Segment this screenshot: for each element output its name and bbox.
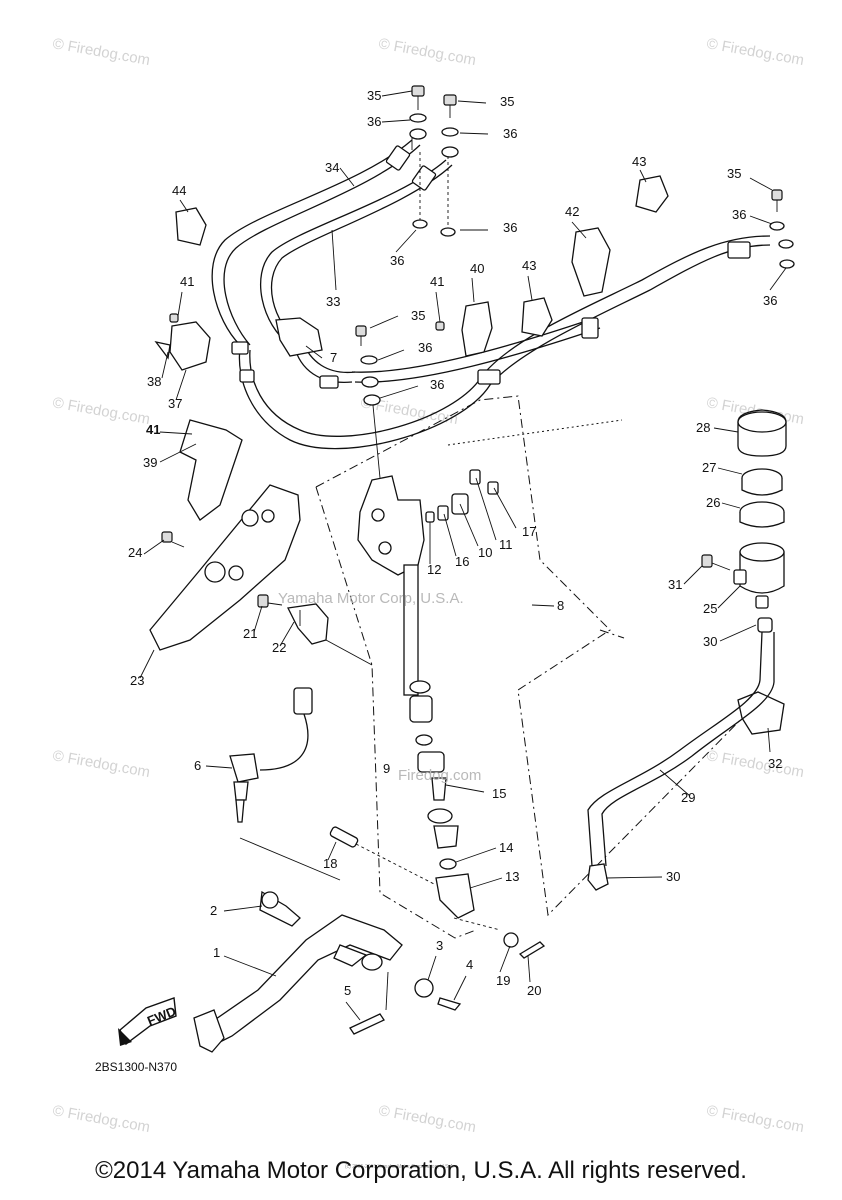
bracket-22 [287,603,373,666]
reservoir [733,409,787,609]
callout-43: 43 [522,258,536,273]
callout-39: 39 [143,455,157,470]
center-watermark: Yamaha Motor Corp, U.S.A. [278,590,464,607]
brake-pedal-1 [193,890,546,1053]
callout-13: 13 [505,869,519,884]
callout-18: 18 [323,856,337,871]
callout-32: 32 [768,756,782,771]
callout-3: 3 [436,938,443,953]
callout-42: 42 [565,204,579,219]
callout-21: 21 [243,626,257,641]
callout-4: 4 [466,957,473,972]
callout-35: 35 [500,94,514,109]
callout-16: 16 [455,554,469,569]
fine-print: (c) 2005-2016 Yamaha Motor Corporation, … [345,1164,455,1170]
assembly-outline [315,395,761,939]
callout-6: 6 [194,758,201,773]
callout-40: 40 [470,261,484,276]
callout-36: 36 [503,126,517,141]
heel-guard-23 [149,484,301,651]
callout-20: 20 [527,983,541,998]
copyright-notice: ©2014 Yamaha Motor Corporation, U.S.A. A… [95,1157,747,1184]
callout-35: 35 [727,166,741,181]
callout-14: 14 [499,840,513,855]
callout-30: 30 [666,869,680,884]
callout-5: 5 [344,983,351,998]
callout-8: 8 [557,598,564,613]
brake-switch-6 [229,687,341,881]
callout-12: 12 [427,562,441,577]
callout-36: 36 [732,207,746,222]
brake-hoses [211,130,771,479]
reservoir-hose-29 [587,617,775,867]
callout-28: 28 [696,420,710,435]
callout-35: 35 [411,308,425,323]
callout-1: 1 [213,945,220,960]
firedog-watermark: © Firedog.com [377,1102,477,1136]
hose-clamps [154,175,785,891]
master-cylinder [357,469,499,696]
callout-36: 36 [418,340,432,355]
firedog-watermark: © Firedog.com [705,747,805,781]
fwd-arrow: FWD [118,997,178,1046]
piston-kit [409,680,501,931]
leader-lines [139,90,787,1021]
callout-36: 36 [430,377,444,392]
callout-41: 41 [430,274,444,289]
callout-38: 38 [147,374,161,389]
callout-34: 34 [325,160,339,175]
mid-watermark: Firedog.com [398,767,481,784]
callout-24: 24 [128,545,142,560]
callout-41: 41 [180,274,194,289]
callout-11: 11 [499,537,513,552]
callout-15: 15 [492,786,506,801]
watermark-layer: © Firedog.com © Firedog.com © Firedog.com ©… [51,35,805,1136]
firedog-watermark: © Firedog.com [705,35,805,69]
callout-23: 23 [130,673,144,688]
callout-22: 22 [272,640,286,655]
firedog-watermark: © Firedog.com [51,394,151,428]
firedog-watermark: © Firedog.com [51,35,151,69]
callout-29: 29 [681,790,695,805]
callout-36: 36 [367,114,381,129]
firedog-watermark: © Firedog.com [51,1102,151,1136]
callout-7: 7 [330,350,337,365]
callout-43: 43 [632,154,646,169]
callout-35: 35 [367,88,381,103]
pin-18 [329,826,437,886]
callout-30: 30 [703,634,717,649]
callout-33: 33 [326,294,340,309]
callout-36: 36 [503,220,517,235]
callout-36: 36 [390,253,404,268]
bracket-39 [179,419,243,521]
firedog-watermark: © Firedog.com [377,35,477,69]
callout-9: 9 [383,761,390,776]
callout-10: 10 [478,545,492,560]
callout-17: 17 [522,524,536,539]
callout-2: 2 [210,903,217,918]
callout-19: 19 [496,973,510,988]
firedog-watermark: © Firedog.com [705,1102,805,1136]
callout-36: 36 [763,293,777,308]
callout-25: 25 [703,601,717,616]
callout-44: 44 [172,183,186,198]
part-code: 2BS1300-N370 [95,1060,177,1074]
firedog-watermark: © Firedog.com [51,747,151,781]
callout-41: 41 [146,422,160,437]
callout-37: 37 [168,396,182,411]
callout-31: 31 [668,577,682,592]
callout-26: 26 [706,495,720,510]
callout-27: 27 [702,460,716,475]
